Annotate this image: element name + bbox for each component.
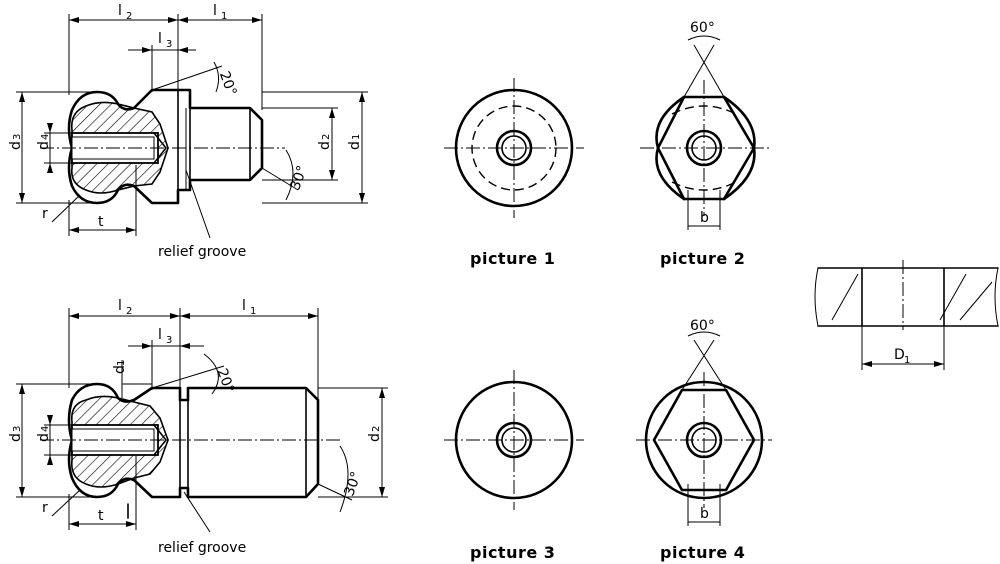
relief-groove-label-top: relief groove — [158, 244, 246, 260]
dim-l2-sub-bottom: 2 — [126, 306, 132, 317]
dim-d1-sub: 1 — [351, 134, 362, 140]
dim-d2-sub: 2 — [321, 134, 332, 140]
dim-l1-label: l — [213, 3, 217, 19]
picture-4-end-view: 60° b — [636, 318, 772, 526]
dim-t-label: t — [98, 214, 104, 230]
dim-d3-sub-bottom: 3 — [12, 426, 23, 432]
dim-l2-sub: 2 — [126, 11, 132, 22]
bottom-pin-side-view — [40, 382, 340, 499]
angle-60-label-bottom: 60° — [690, 318, 715, 334]
dim-d3-label: d — [8, 141, 24, 150]
angle-60-label-top: 60° — [690, 20, 715, 36]
dim-d3-sub: 3 — [12, 134, 23, 140]
dim-d4-label: d — [36, 141, 52, 150]
dim-l3-label-bottom: l — [158, 327, 162, 343]
dim-d1-sub-bottom: 1 — [116, 360, 127, 366]
picture-3-caption: picture 3 — [470, 543, 555, 562]
dim-l1-label-bottom: l — [242, 298, 246, 314]
top-pin-side-view — [40, 88, 285, 205]
dim-b-label-top: b — [700, 210, 709, 226]
angle-30-label-bottom: 30° — [341, 470, 365, 499]
picture-2-end-view: 60° b — [640, 20, 770, 230]
dim-d4-sub-bottom: 4 — [40, 426, 51, 432]
picture-2-caption: picture 2 — [660, 249, 745, 268]
dim-r-label: r — [42, 206, 48, 222]
dim-D1-sub: 1 — [904, 355, 910, 366]
relief-groove-label-bottom: relief groove — [158, 540, 246, 556]
picture-4-caption: picture 4 — [660, 543, 745, 562]
dim-D1-label: D — [894, 347, 905, 363]
picture-3-end-view — [444, 370, 584, 510]
dim-d1-label: d — [347, 141, 363, 150]
bottom-pin-dimensions: l 2 l 1 l 3 d 1 20° 30° d 3 — [8, 298, 388, 556]
dim-d3-label-bottom: d — [8, 433, 24, 442]
dim-l2-label: l — [118, 3, 122, 19]
angle-20-label-bottom: 20° — [214, 366, 238, 395]
picture-1-end-view — [444, 78, 584, 218]
dim-d2-sub-bottom: 2 — [371, 426, 382, 432]
dim-d2-label-bottom: d — [367, 433, 383, 442]
dim-d4-label-bottom: d — [36, 433, 52, 442]
dim-d2-label: d — [317, 141, 333, 150]
dim-d4-sub: 4 — [40, 134, 51, 140]
dim-r-label-bottom: r — [42, 500, 48, 516]
angle-20-label: 20° — [216, 69, 240, 98]
angle-30-label: 30° — [287, 164, 311, 193]
picture-1-caption: picture 1 — [470, 249, 555, 268]
dim-t-label-bottom: t — [98, 508, 104, 524]
dim-b-label-bottom: b — [700, 506, 709, 522]
mounting-hole-section: D 1 — [814, 260, 999, 370]
dim-l1-sub-bottom: 1 — [250, 306, 256, 317]
top-pin-dimensions: l 2 l 1 l 3 20° 30° d 3 d 4 — [8, 3, 368, 260]
dim-l1-sub: 1 — [221, 11, 227, 22]
dim-l3-sub: 3 — [166, 39, 172, 50]
dim-l2-label-bottom: l — [118, 298, 122, 314]
dim-l3-label: l — [158, 31, 162, 47]
dim-d1-label-bottom: d — [112, 365, 128, 374]
dim-l3-sub-bottom: 3 — [166, 335, 172, 346]
